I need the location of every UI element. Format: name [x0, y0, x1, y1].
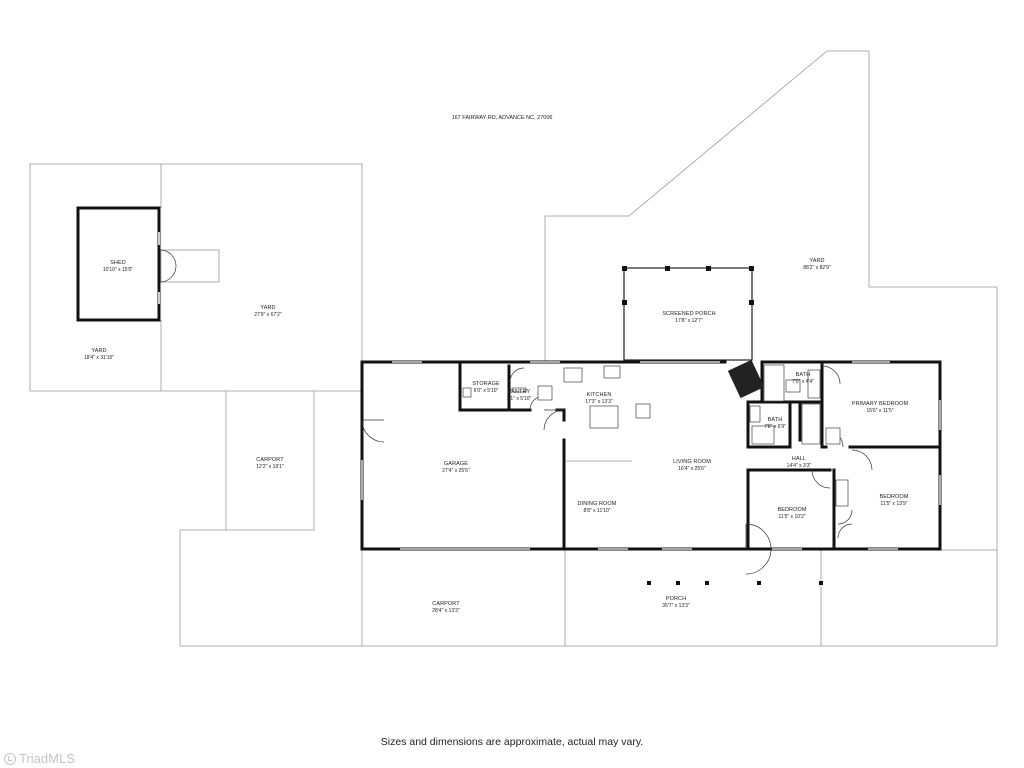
storage-name: STORAGE — [472, 381, 500, 387]
watermark: TriadMLS — [4, 751, 75, 766]
check-circle-icon — [4, 752, 16, 765]
living-room-name: LIVING ROOM — [673, 459, 711, 465]
watermark-text: TriadMLS — [19, 751, 75, 766]
bedroom-mid-dims: 11'5" x 10'2" — [778, 514, 805, 520]
yard-left-dims: 18'4" x 31'10" — [84, 355, 114, 361]
dining-room-name: DINING ROOM — [578, 501, 617, 507]
address-label: 167 FAIRWAY RD, ADVANCE NC, 27006 — [452, 115, 553, 121]
screened-porch-dims: 17'8" x 12'7" — [675, 318, 703, 324]
house-walls — [360, 360, 942, 551]
yard-mid-dims: 27'9" x 67'2" — [254, 312, 282, 318]
garage-name: GARAGE — [444, 461, 468, 467]
yard-right-dims: 88'2" x 82'9" — [803, 265, 831, 271]
kitchen-dims: 17'3" x 13'3" — [585, 399, 613, 405]
room-labels: SHED 10'10" x 15'0" YARD 18'4" x 31'10" … — [84, 258, 909, 614]
disclaimer-text: Sizes and dimensions are approximate, ac… — [380, 736, 644, 748]
pantry-dims: 1'1" x 5'10" — [507, 396, 532, 402]
living-room-dims: 16'4" x 25'6" — [678, 466, 706, 472]
outdoor-areas — [29, 50, 998, 647]
pantry-name: PANTRY — [508, 389, 531, 395]
kitchen-name: KITCHEN — [587, 392, 612, 398]
primary-bedroom-name: PRIMARY BEDROOM — [852, 401, 909, 407]
carport-side-name: CARPORT — [256, 457, 284, 463]
porch-outline — [565, 550, 822, 647]
carport-side-outline — [225, 390, 315, 531]
bath-top-dims: 7'0" x 4'4" — [792, 379, 814, 385]
bedroom-right-name: BEDROOM — [879, 494, 908, 500]
bath-lower-name: BATH — [768, 417, 783, 423]
yard-mid-outline — [161, 163, 363, 362]
yard-right-name: YARD — [809, 258, 824, 264]
yard-mid-name: YARD — [260, 305, 275, 311]
yard-left-name: YARD — [91, 348, 106, 354]
porch-name: PORCH — [666, 596, 686, 602]
bath-lower-dims: 7'8" x 6'9" — [764, 424, 786, 430]
screened-porch — [622, 266, 754, 361]
garage-dims: 27'4" x 25'6" — [442, 468, 470, 474]
carport-front-outline — [179, 529, 363, 647]
storage-dims: 6'0" x 5'10" — [474, 388, 499, 394]
porch-posts — [647, 581, 823, 585]
windows — [361, 361, 941, 550]
carport-front-name: CARPORT — [432, 601, 460, 607]
fixtures — [462, 359, 849, 507]
porch-dims: 35'7" x 13'3" — [662, 603, 690, 609]
carport-front-dims: 28'4" x 13'3" — [432, 608, 460, 614]
shed-name: SHED — [110, 260, 126, 266]
hall-dims: 14'4" x 3'3" — [787, 463, 812, 469]
bedroom-right-dims: 11'5" x 13'9" — [880, 501, 907, 507]
bedroom-mid-name: BEDROOM — [777, 507, 806, 513]
dining-room-dims: 8'8" x 11'10" — [583, 508, 610, 514]
hall-name: HALL — [792, 456, 806, 462]
shed — [76, 206, 220, 322]
carport-side-dims: 12'2" x 19'1" — [256, 464, 284, 470]
shed-ramp — [160, 249, 220, 283]
primary-bedroom-dims: 15'6" x 11'5" — [866, 408, 893, 414]
bath-top-name: BATH — [796, 372, 811, 378]
screened-porch-name: SCREENED PORCH — [662, 311, 715, 317]
yard-left-outline — [29, 163, 161, 392]
shed-dims: 10'10" x 15'0" — [103, 267, 133, 273]
yard-right-outline — [544, 50, 998, 647]
doors — [361, 365, 873, 575]
